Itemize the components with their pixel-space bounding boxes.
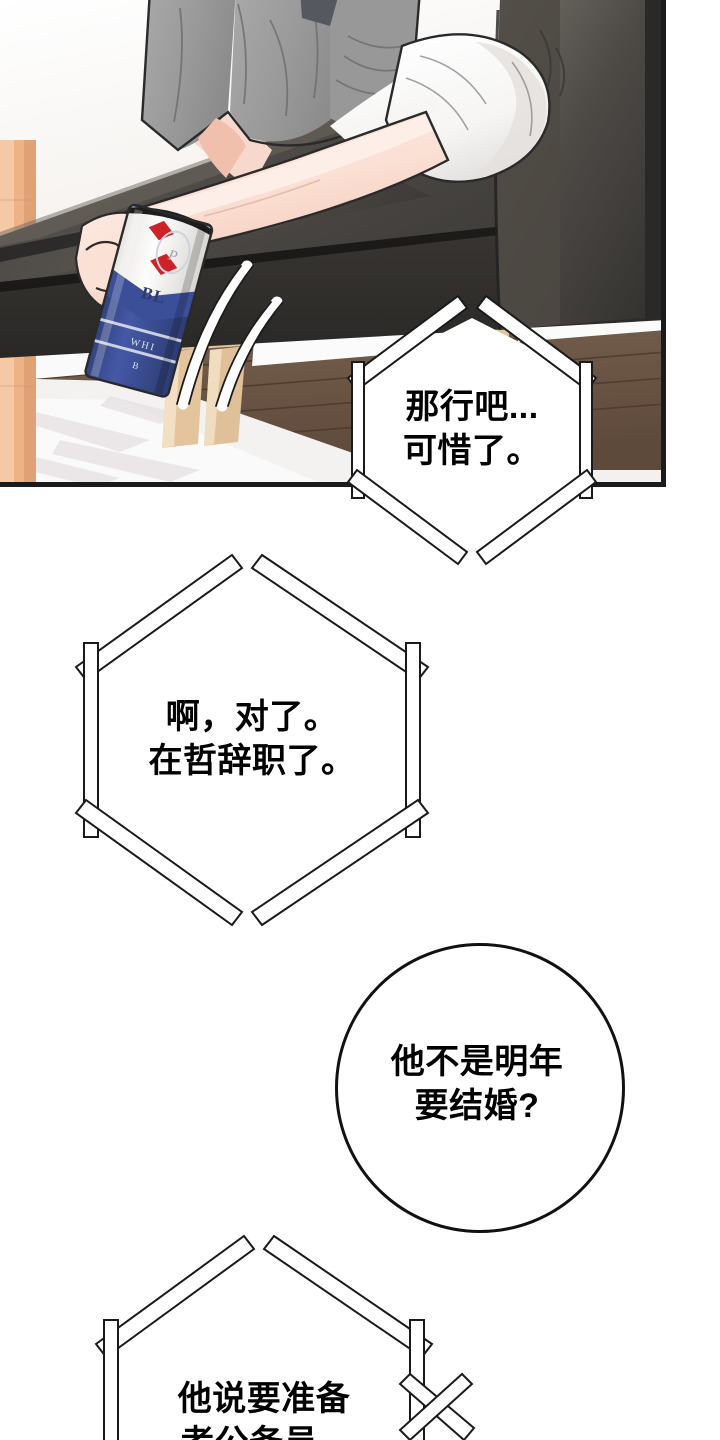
- speech-bubble-3: 他不是明年 要结婚?: [332, 940, 625, 1233]
- speech-bubble-5-partial: [396, 1372, 526, 1440]
- speech-bubble-4-frame: [94, 1234, 434, 1440]
- speech-bubble-4: 他说要准备 考公务员...: [84, 1234, 444, 1440]
- panel-bottom-border: [0, 482, 666, 487]
- speech-bubble-5-frame: [398, 1372, 476, 1440]
- speech-bubble-1-frame: [346, 294, 598, 566]
- svg-text:P: P: [165, 247, 179, 265]
- speech-bubble-2: 啊，对了。 在哲辞职了。: [62, 553, 442, 927]
- speech-bubble-3-frame: [335, 943, 625, 1233]
- panel-right-border: [661, 0, 666, 487]
- speech-bubble-2-frame: [74, 553, 430, 927]
- svg-text:B: B: [131, 360, 141, 372]
- speech-bubble-1: 那行吧... 可惜了。: [338, 294, 606, 566]
